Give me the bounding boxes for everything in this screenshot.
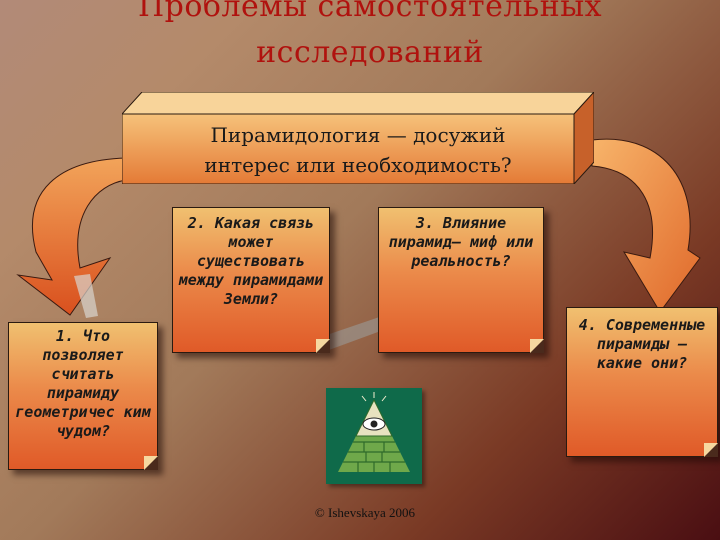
main-question-line2: интерес или необходимость? [204, 153, 512, 177]
question-text-3: 3. Влияние пирамид— миф или реальность? [388, 214, 534, 270]
question-text-4: 4. Современные пирамиды — какие они? [578, 316, 706, 372]
slide-title-line1: Проблемы самостоятельных [137, 0, 603, 24]
main-question-line1: Пирамидология — досужий [210, 123, 506, 147]
slide-title-line2: исследований [256, 35, 484, 70]
main-question-box: Пирамидология — досужий интерес или необ… [122, 92, 594, 184]
question-note-2: 2. Какая связь может существовать между … [172, 207, 330, 353]
question-text-1: 1. Что позволяет считать пирамиду геомет… [15, 327, 151, 440]
question-note-3: 3. Влияние пирамид— миф или реальность? [378, 207, 544, 353]
copyright-text: © Ishevskaya 2006 [314, 505, 416, 520]
question-note-4: 4. Современные пирамиды — какие они? [566, 307, 718, 457]
question-note-1: 1. Что позволяет считать пирамиду геомет… [8, 322, 158, 470]
eye-pyramid-icon [326, 388, 422, 484]
question-text-2: 2. Какая связь может существовать между … [178, 214, 324, 308]
left-curved-arrow [16, 157, 127, 316]
right-curved-arrow [591, 138, 701, 313]
slide-title: Проблемы самостоятельных исследований [60, 0, 680, 76]
